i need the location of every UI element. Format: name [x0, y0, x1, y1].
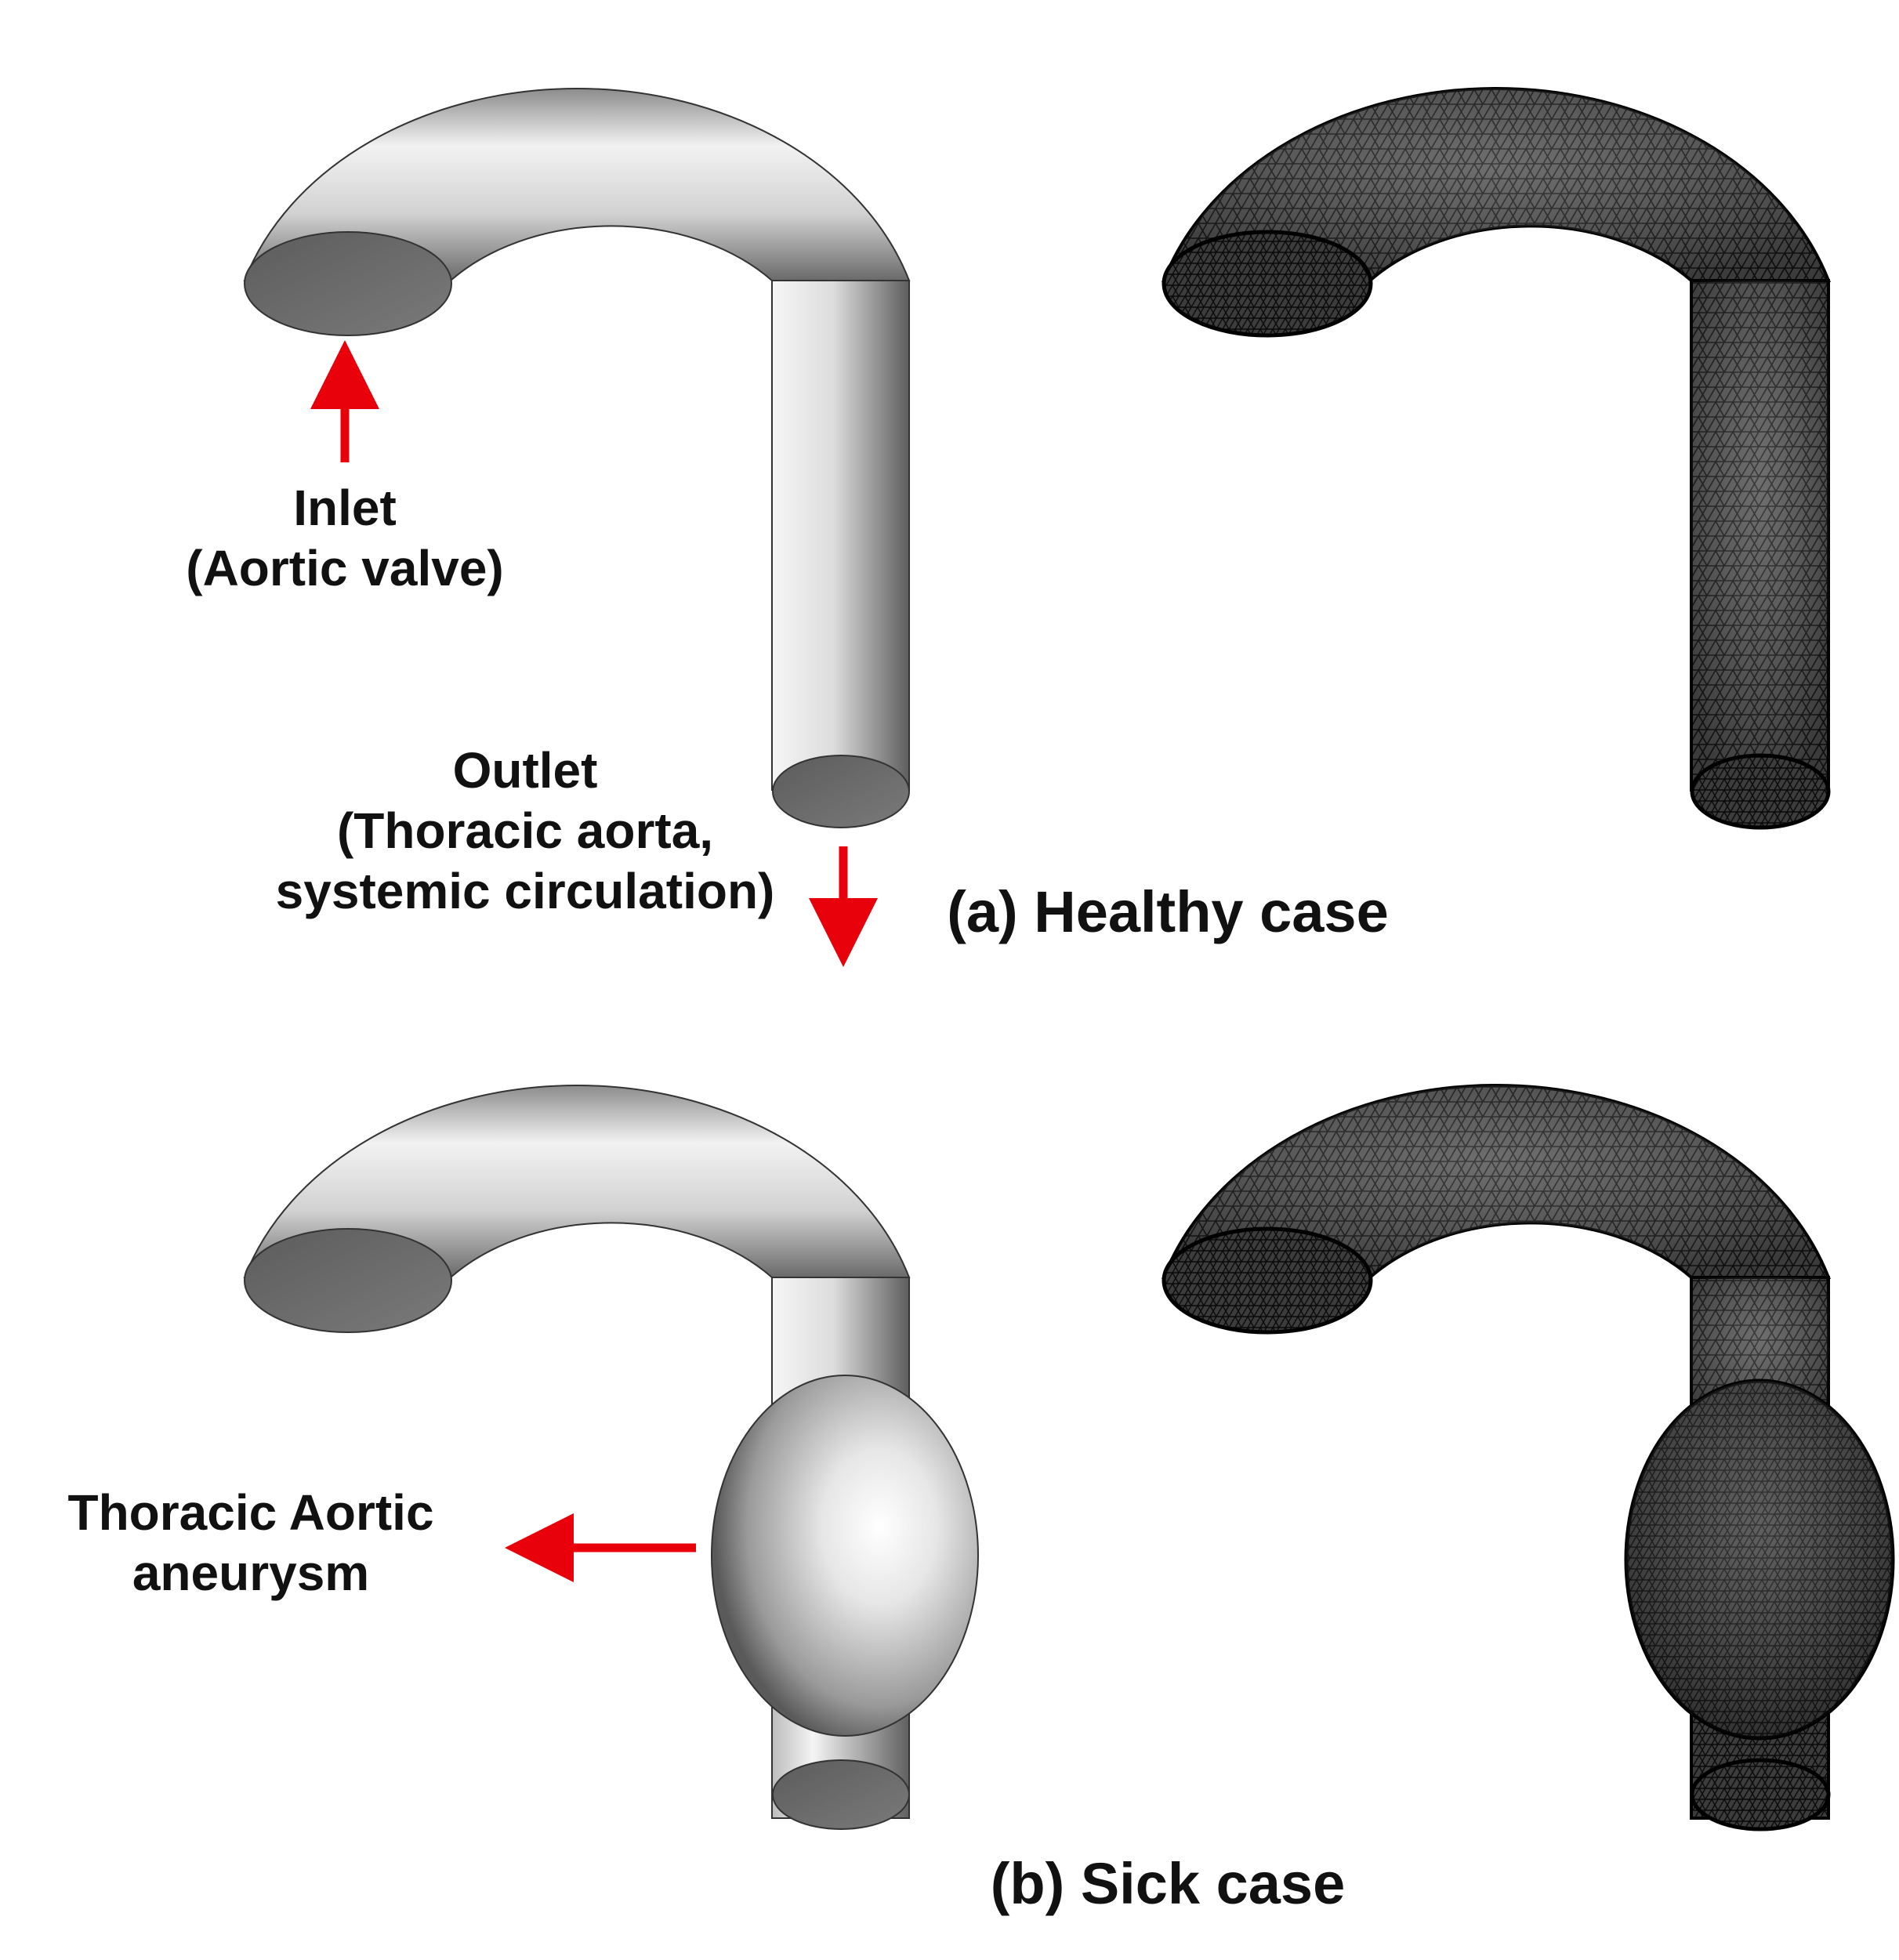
sick-arch	[243, 1085, 911, 1278]
sick-aneurysm-bulb	[711, 1375, 979, 1737]
inlet-label: Inlet (Aortic valve)	[141, 478, 549, 599]
healthy-mesh-outlet	[1690, 753, 1831, 830]
sick-inlet-cap	[244, 1228, 452, 1333]
healthy-arch	[243, 88, 911, 281]
caption-sick: (b) Sick case	[990, 1851, 1346, 1916]
healthy-inlet-cap	[244, 231, 452, 336]
aneurysm-label: Thoracic Aortic aneurysm	[24, 1483, 478, 1603]
sick-smooth-model	[243, 1085, 979, 1830]
outlet-label-line2: (Thoracic aorta,	[336, 802, 714, 859]
sick-outlet-cap	[772, 1759, 910, 1830]
aneurysm-label-line2: aneurysm	[132, 1544, 370, 1601]
healthy-mesh-model	[1162, 87, 1831, 830]
sick-mesh-outlet	[1690, 1758, 1831, 1831]
healthy-descending-tube	[771, 280, 910, 791]
caption-healthy: (a) Healthy case	[947, 879, 1389, 944]
inlet-label-line1: Inlet	[293, 480, 397, 536]
healthy-smooth-model	[243, 88, 911, 828]
sick-mesh-model	[1162, 1084, 1895, 1831]
inlet-label-line2: (Aortic valve)	[186, 539, 504, 596]
outlet-label: Outlet (Thoracic aorta, systemic circula…	[212, 741, 839, 921]
outlet-label-line1: Outlet	[452, 742, 598, 799]
aneurysm-label-line1: Thoracic Aortic	[67, 1484, 434, 1541]
healthy-outlet-cap	[772, 755, 910, 828]
outlet-label-line3: systemic circulation)	[275, 862, 775, 919]
sick-mesh-inlet	[1162, 1226, 1373, 1335]
annotation-arrows	[310, 340, 878, 1582]
healthy-mesh-inlet	[1162, 230, 1373, 338]
